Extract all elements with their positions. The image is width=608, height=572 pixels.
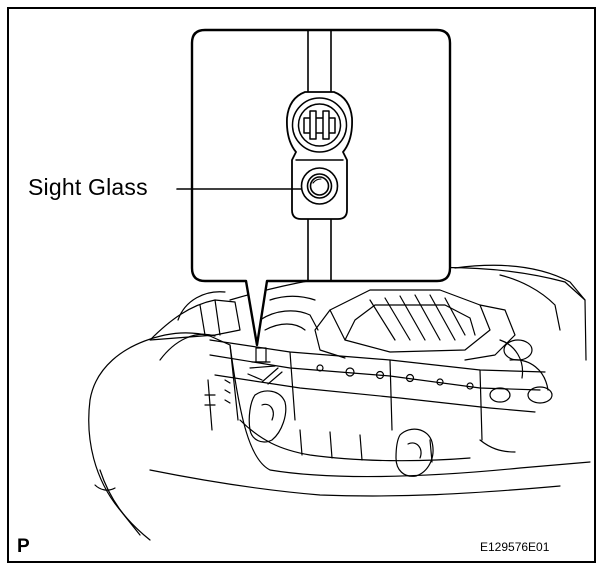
engine-bay-drawing bbox=[88, 264, 591, 541]
front-bumper bbox=[89, 332, 591, 478]
engine-cover bbox=[329, 289, 491, 353]
sight-glass-location bbox=[255, 347, 267, 363]
view-code-label: P bbox=[17, 536, 30, 557]
left-horn bbox=[248, 390, 287, 443]
right-horn bbox=[395, 428, 434, 477]
fitting-body bbox=[286, 91, 353, 220]
figure-id-label: E129576E01 bbox=[480, 540, 550, 554]
refrigerant-pipe bbox=[307, 30, 332, 281]
pressure-switch bbox=[291, 97, 348, 153]
sight-glass-window bbox=[300, 167, 339, 205]
sight-glass-label: Sight Glass bbox=[28, 174, 148, 200]
sight-glass-callout bbox=[176, 28, 452, 347]
left-headlamp bbox=[149, 299, 241, 341]
